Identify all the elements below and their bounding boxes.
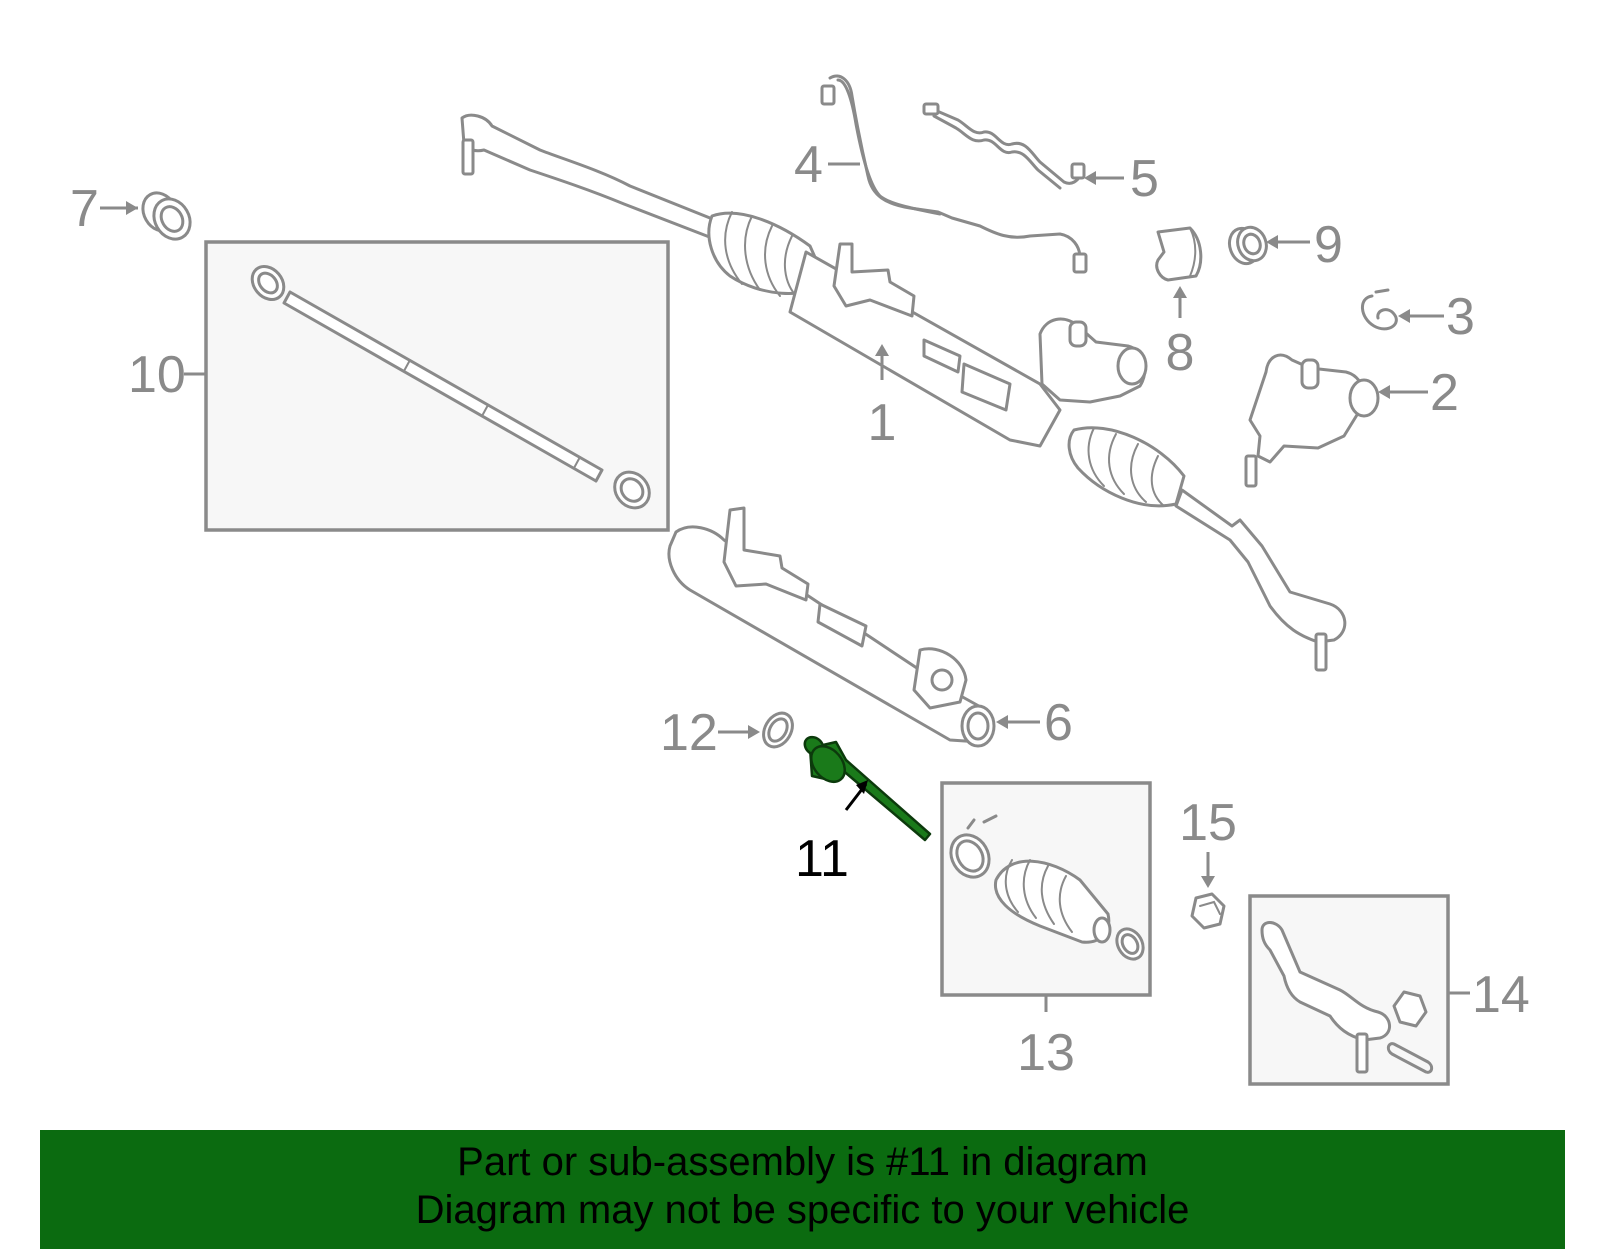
callout-2: 2 (1430, 364, 1459, 422)
callout-9: 9 (1314, 216, 1343, 274)
part-14-frame (1248, 894, 1450, 1086)
callout-3: 3 (1446, 288, 1475, 346)
part-1[interactable] (460, 113, 1347, 672)
part-15[interactable] (1190, 852, 1226, 930)
part-12[interactable] (718, 708, 798, 752)
part-2[interactable] (1244, 353, 1428, 488)
callout-7: 7 (70, 180, 99, 238)
part-4[interactable] (820, 74, 1088, 274)
part-group-10[interactable] (184, 240, 670, 532)
callout-15: 15 (1179, 794, 1237, 852)
banner-line-1: Part or sub-assembly is #11 in diagram (457, 1140, 1148, 1184)
banner-line-2: Diagram may not be specific to your vehi… (415, 1188, 1190, 1232)
callout-14: 14 (1472, 966, 1530, 1024)
part-group-14[interactable] (1248, 894, 1470, 1086)
part-9[interactable] (1225, 223, 1310, 267)
callout-13: 13 (1017, 1024, 1075, 1082)
part-5[interactable] (922, 102, 1124, 190)
callout-11: 11 (795, 830, 849, 888)
part-7[interactable] (100, 187, 197, 246)
part-11-highlighted[interactable] (801, 733, 932, 842)
callout-10: 10 (128, 346, 186, 404)
part-6[interactable] (667, 506, 1040, 748)
part-3[interactable] (1361, 288, 1444, 331)
callout-4: 4 (794, 136, 823, 194)
callout-12: 12 (660, 704, 718, 762)
callout-8: 8 (1166, 324, 1195, 382)
part-group-13[interactable] (940, 781, 1152, 1012)
callout-1: 1 (868, 394, 897, 452)
callout-6: 6 (1044, 694, 1073, 752)
part-8[interactable] (1155, 226, 1203, 318)
callout-5: 5 (1130, 150, 1159, 208)
info-banner: Part or sub-assembly is #11 in diagram D… (40, 1130, 1565, 1249)
